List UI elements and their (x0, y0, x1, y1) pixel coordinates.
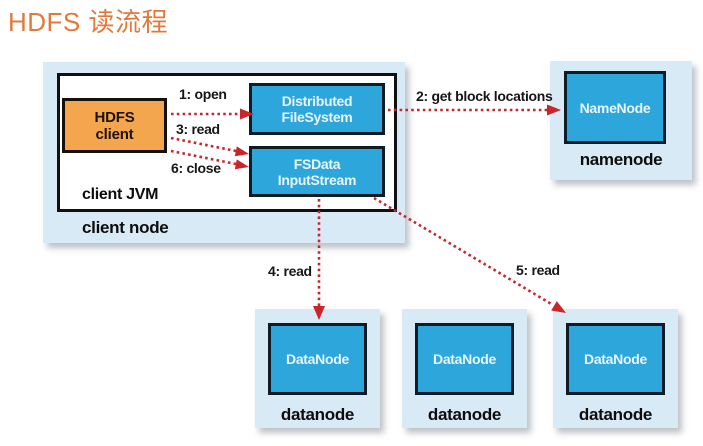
distributed-filesystem-box: Distributed FileSystem (249, 83, 385, 135)
datanode-1-box: DataNode (268, 323, 367, 395)
namenode-box: NameNode (564, 71, 666, 144)
hdfs-client-box: HDFS client (62, 98, 167, 153)
datanode-3-caption: datanode (578, 405, 653, 424)
datanode-3-box: DataNode (566, 323, 665, 395)
arrow-label-close: 6: close (171, 160, 221, 176)
hdfs-client-label-line2: client (95, 125, 134, 143)
datanode-1-box-label: DataNode (286, 351, 349, 367)
namenode-caption: namenode (579, 150, 663, 169)
fsdata-inputstream-label-line2: InputStream (277, 171, 357, 188)
arrow-label-read-4: 4: read (268, 263, 312, 279)
page-title: HDFS 读流程 (8, 7, 169, 37)
arrow-label-read-3: 3: read (176, 121, 220, 137)
datanode-1-caption: datanode (280, 405, 355, 424)
arrow-2-get-block-locations (388, 104, 561, 116)
datanode-2-box: DataNode (415, 323, 514, 395)
datanode-3-box-label: DataNode (584, 351, 647, 367)
client-jvm-label: client JVM (82, 186, 159, 203)
namenode-box-label: NameNode (579, 99, 651, 116)
arrow-label-get-block-locations: 2: get block locations (416, 88, 553, 104)
distributed-filesystem-label-line1: Distributed (281, 93, 353, 109)
distributed-filesystem-label-line2: FileSystem (281, 109, 353, 125)
client-node-label: client node (82, 218, 169, 237)
datanode-2-box-label: DataNode (433, 351, 496, 367)
fsdata-inputstream-box: FSData InputStream (249, 146, 385, 197)
fsdata-inputstream-label-line1: FSData (293, 155, 341, 172)
datanode-2-caption: datanode (427, 405, 502, 424)
arrow-label-open: 1: open (179, 86, 227, 102)
hdfs-client-label-line1: HDFS (94, 108, 135, 126)
arrow-label-read-5: 5: read (516, 262, 560, 278)
